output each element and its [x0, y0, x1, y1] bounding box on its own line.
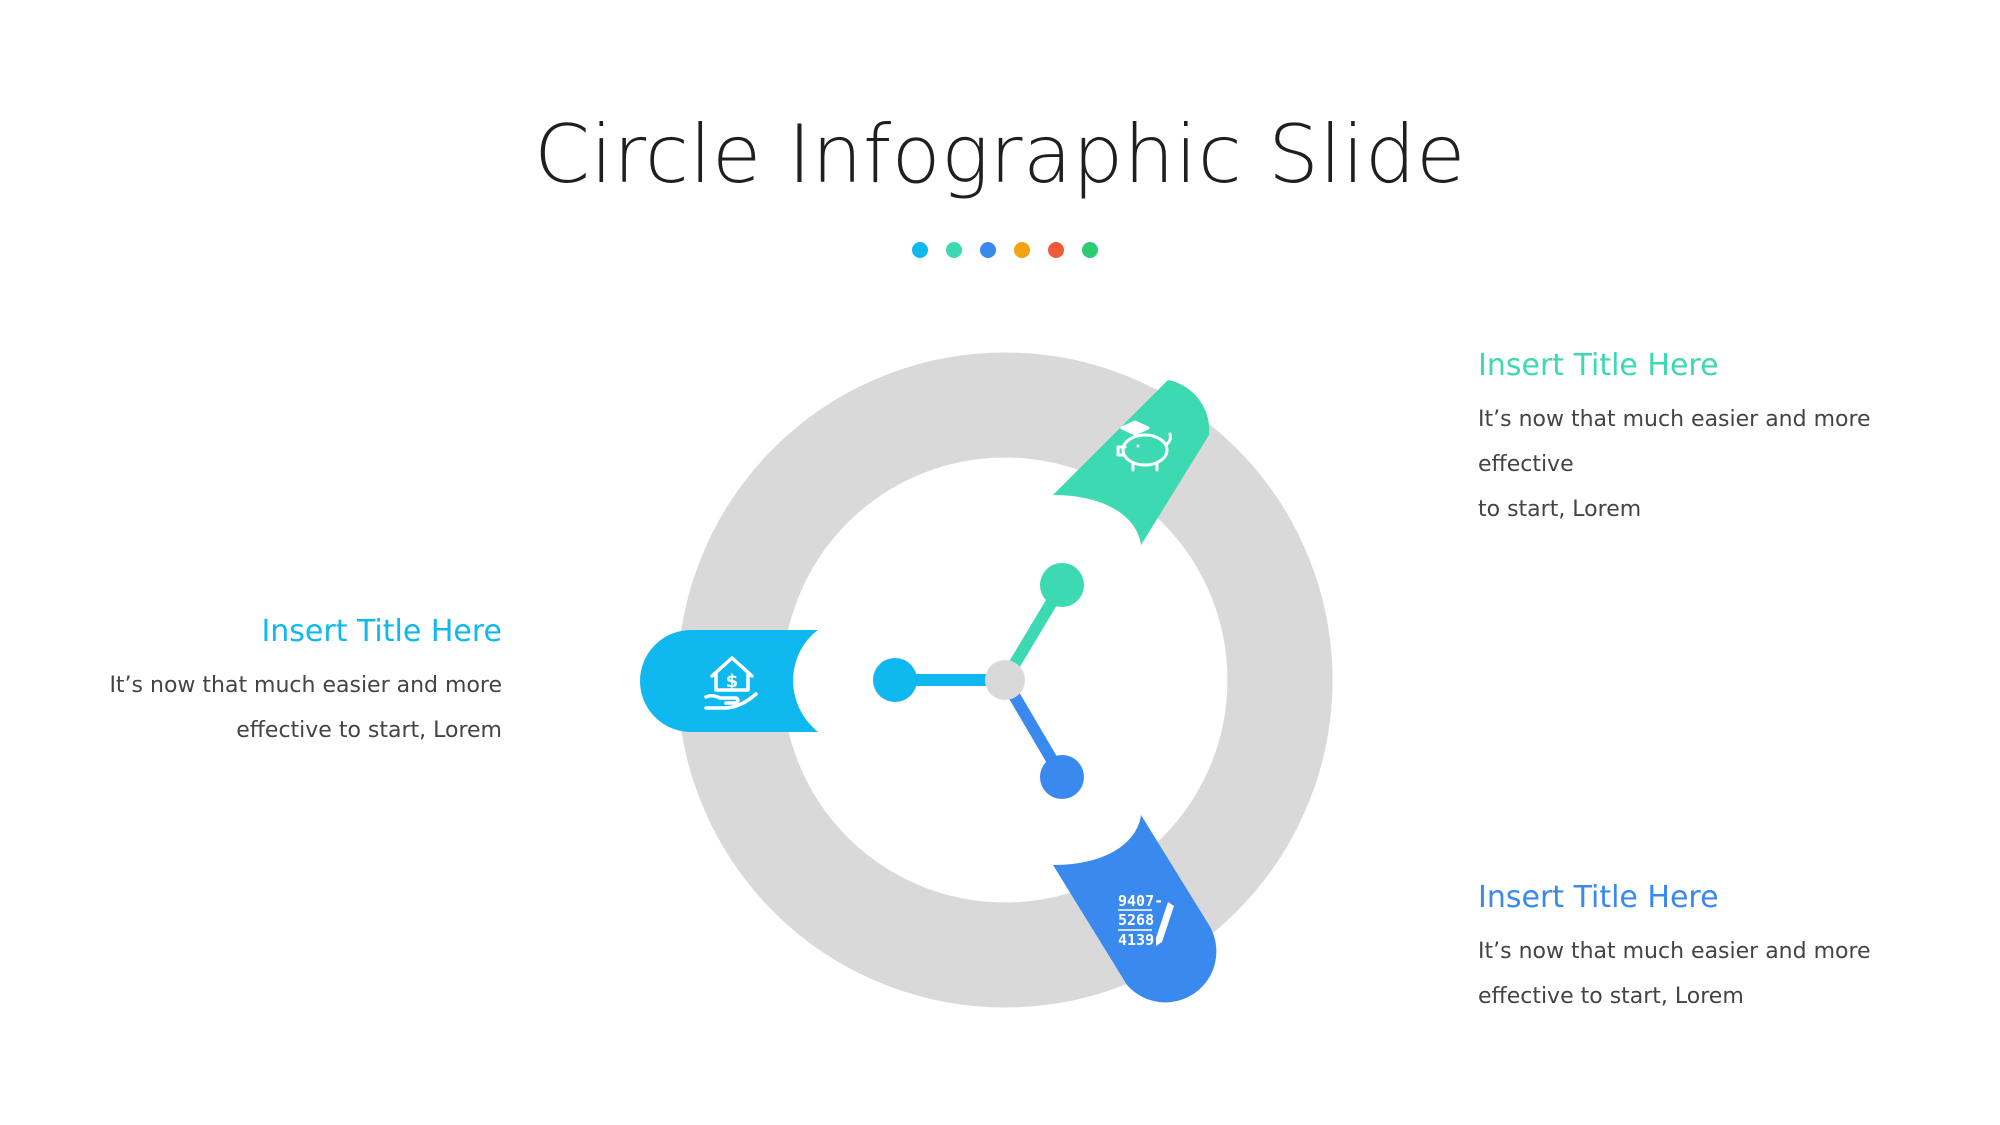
dot-red — [1048, 242, 1064, 258]
number-line-1: 9407- — [1118, 892, 1163, 910]
tab-bottom: 9407- 5268 4139 — [1053, 815, 1217, 1003]
house-dollar-hand-icon: $ — [704, 656, 758, 710]
top-right-text-block: Insert Title Here It’s now that much eas… — [1478, 348, 1958, 532]
dot-teal — [946, 242, 962, 258]
dot-green — [1082, 242, 1098, 258]
left-block-line-1: It’s now that much easier and more — [109, 673, 502, 698]
top-right-block-line-1: It’s now that much easier and more effec… — [1478, 407, 1871, 477]
left-block-title: Insert Title Here — [261, 614, 502, 649]
hub — [985, 660, 1025, 700]
spoke-left-end — [873, 658, 917, 702]
piggy-bank-graduation-icon — [1116, 420, 1172, 472]
spoke-bottom-end — [1040, 755, 1084, 799]
tab-left: $ — [640, 630, 818, 732]
bottom-right-text-block: Insert Title Here It’s now that much eas… — [1478, 880, 1958, 1019]
number-line-3: 4139 — [1118, 931, 1154, 949]
left-text-block: Insert Title Here It’s now that much eas… — [82, 614, 502, 753]
spoke-top-end — [1040, 563, 1084, 607]
bottom-right-block-line-2: effective to start, Lorem — [1478, 984, 1744, 1009]
top-right-block-title: Insert Title Here — [1478, 348, 1719, 383]
svg-text:$: $ — [726, 671, 739, 692]
left-block-line-2: effective to start, Lorem — [236, 718, 502, 743]
page-title: Circle Infographic Slide — [534, 108, 1466, 201]
color-dots — [912, 242, 1098, 258]
top-right-block-line-2: to start, Lorem — [1478, 497, 1642, 522]
number-line-2: 5268 — [1118, 911, 1154, 929]
dot-orange — [1014, 242, 1030, 258]
dot-blue — [980, 242, 996, 258]
dot-cyan — [912, 242, 928, 258]
bottom-right-block-title: Insert Title Here — [1478, 880, 1719, 915]
tab-top — [1053, 380, 1210, 545]
numbers-pen-icon: 9407- 5268 4139 — [1118, 892, 1174, 949]
bottom-right-block-line-1: It’s now that much easier and more — [1478, 939, 1871, 964]
